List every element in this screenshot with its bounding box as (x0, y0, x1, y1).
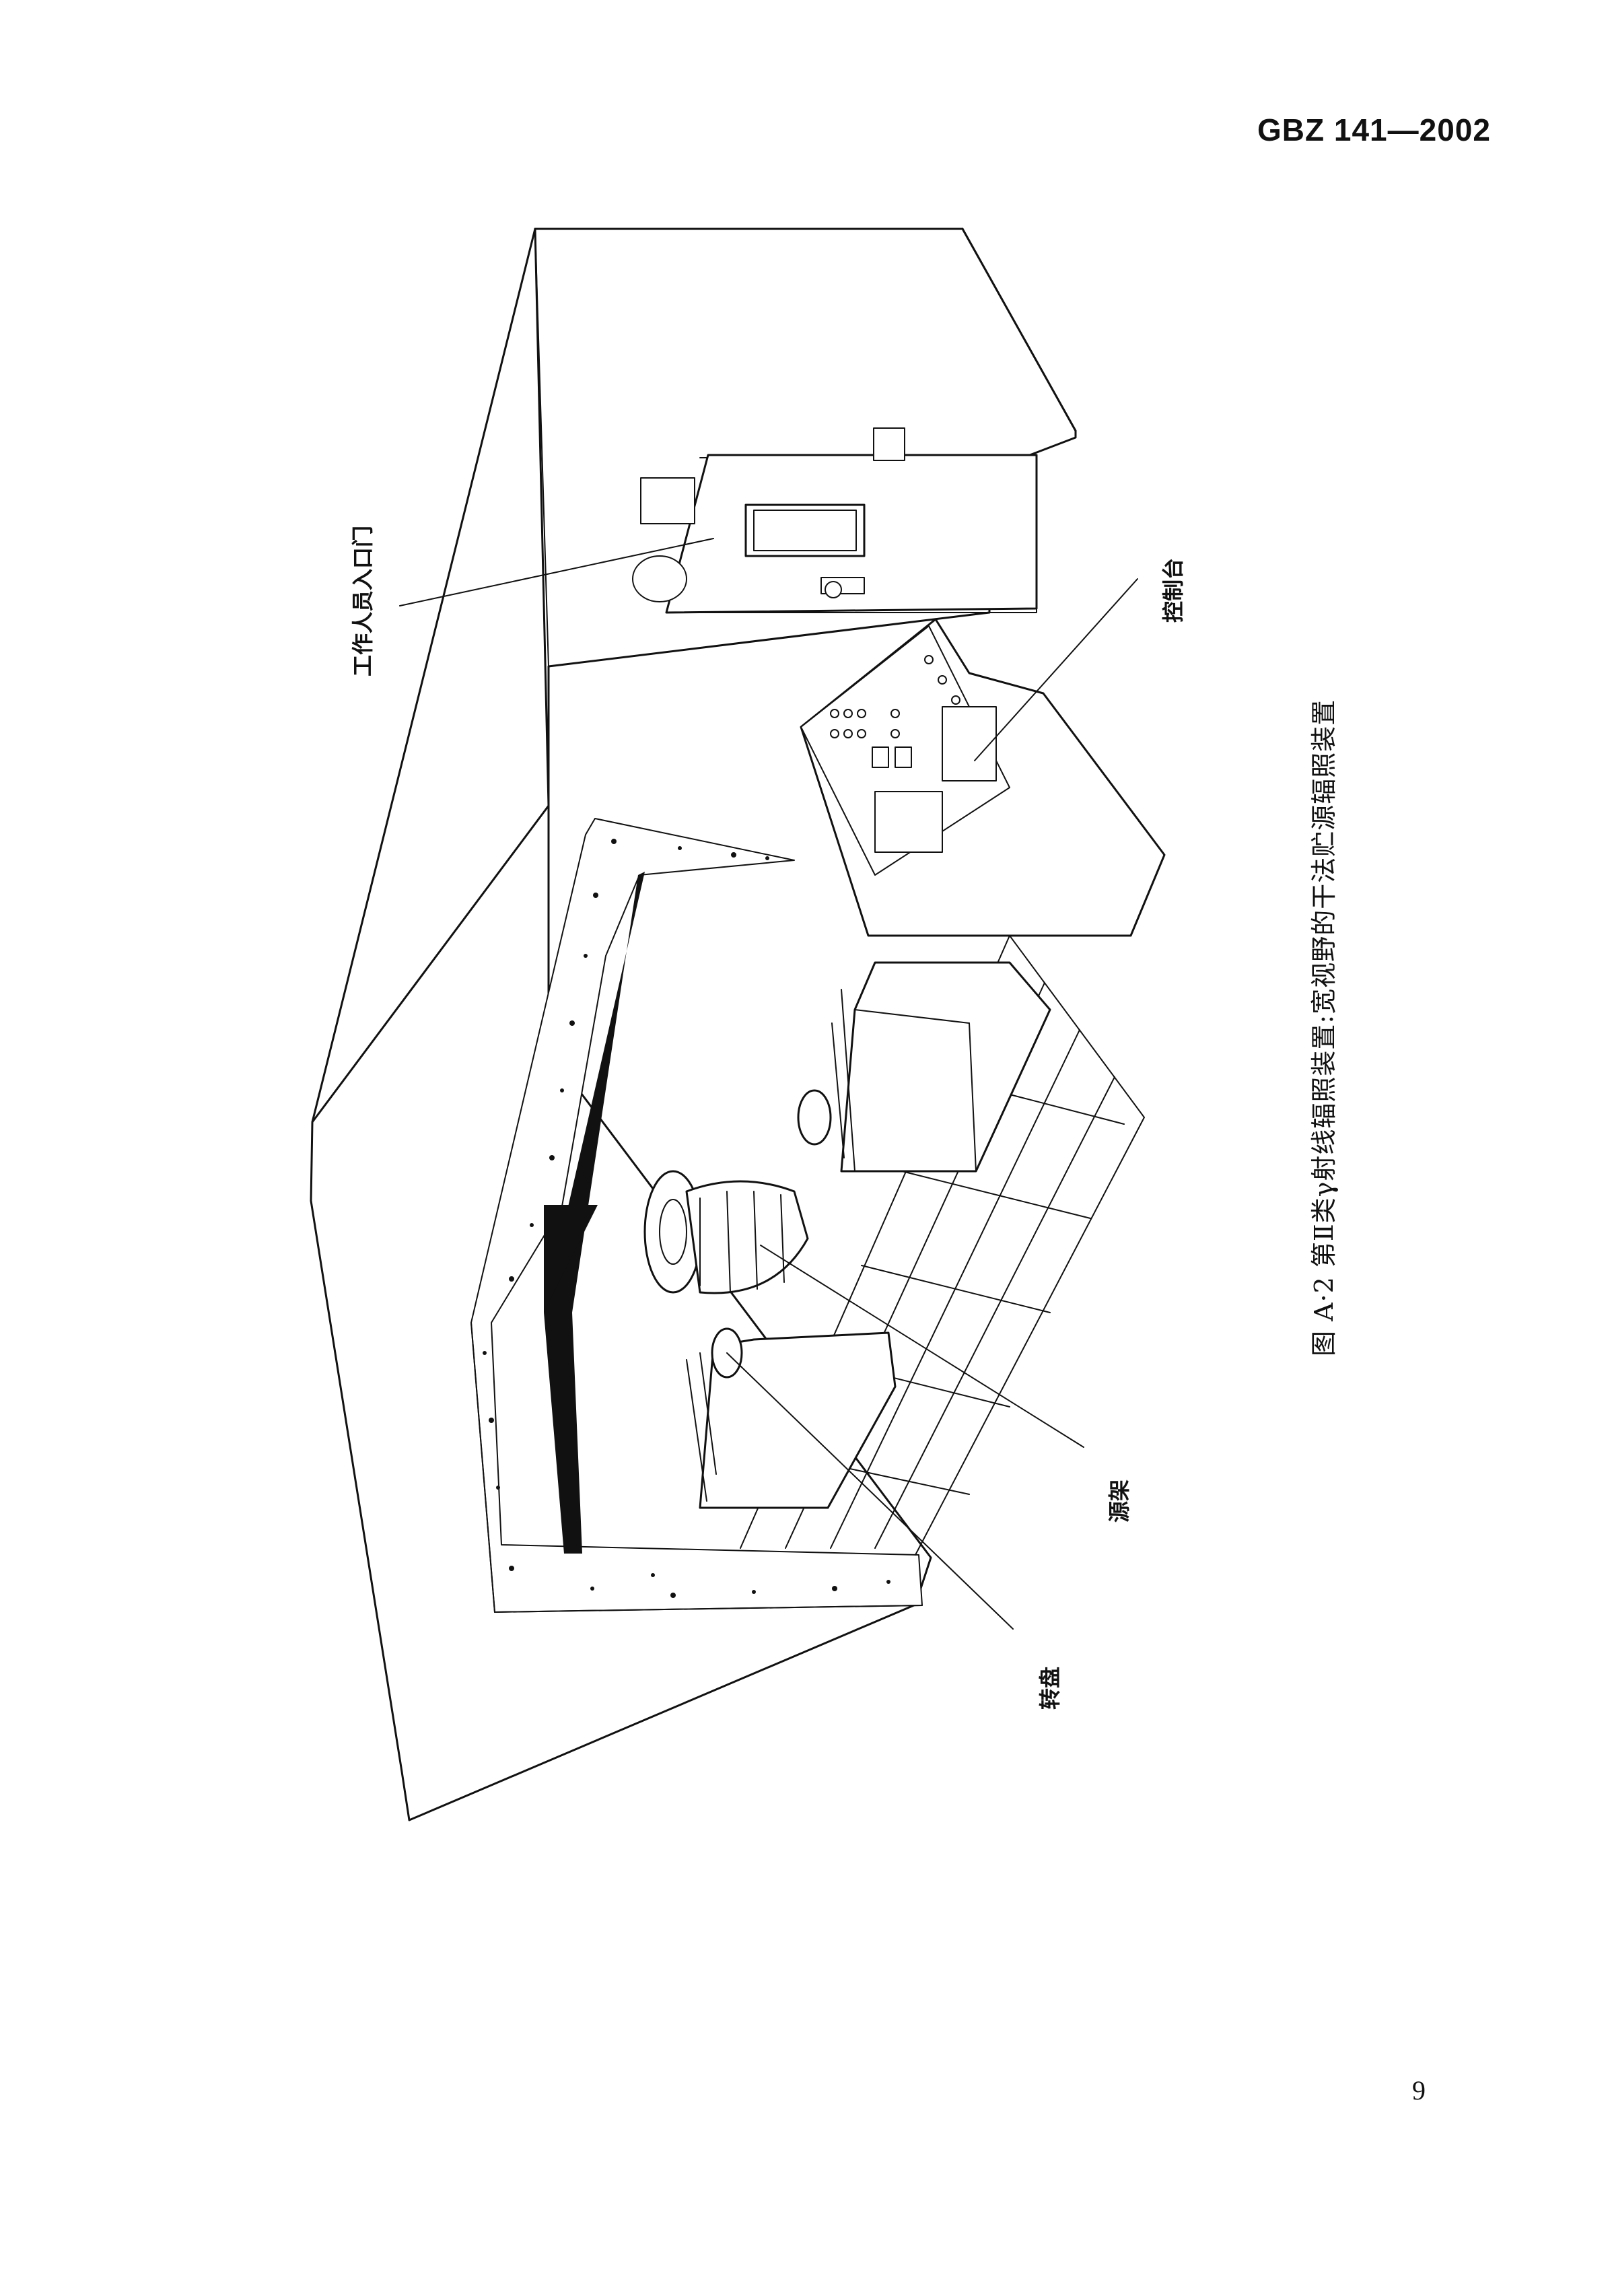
door-window (744, 503, 866, 557)
document-code: GBZ 141—2002 (1257, 112, 1491, 147)
wall-outer-edge (311, 228, 536, 1123)
label-control-console: 控制台 (1160, 557, 1186, 623)
console-buttons (830, 655, 960, 768)
label-turntable: 转盘 (1037, 1666, 1063, 1710)
top-sensor (873, 427, 905, 461)
leader-turntable (726, 1352, 1014, 1630)
base-slab (310, 804, 932, 1821)
conveyor-box-upper (840, 961, 1051, 1173)
page-number: 9 (1412, 2075, 1426, 2106)
warning-light-box (640, 477, 695, 524)
source-rack (685, 1180, 809, 1294)
concrete-texture (483, 839, 890, 1598)
label-source-rack: 源架 (1107, 1479, 1132, 1523)
shielding-wall-inner-dark (544, 872, 645, 1554)
turntable-upper (797, 1089, 832, 1146)
label-entrance-door: 工作人员入口门 (350, 525, 376, 676)
leader-entrance-door (399, 538, 714, 606)
figure-caption: 图 A·2 第Ⅱ类γ射线辐照装置:宽视野的干法贮源辐照装置 (1309, 699, 1339, 1356)
warning-lamp (632, 555, 687, 602)
leader-control-console (974, 578, 1138, 761)
leader-source-rack (760, 1245, 1084, 1448)
console-screen (874, 791, 943, 853)
